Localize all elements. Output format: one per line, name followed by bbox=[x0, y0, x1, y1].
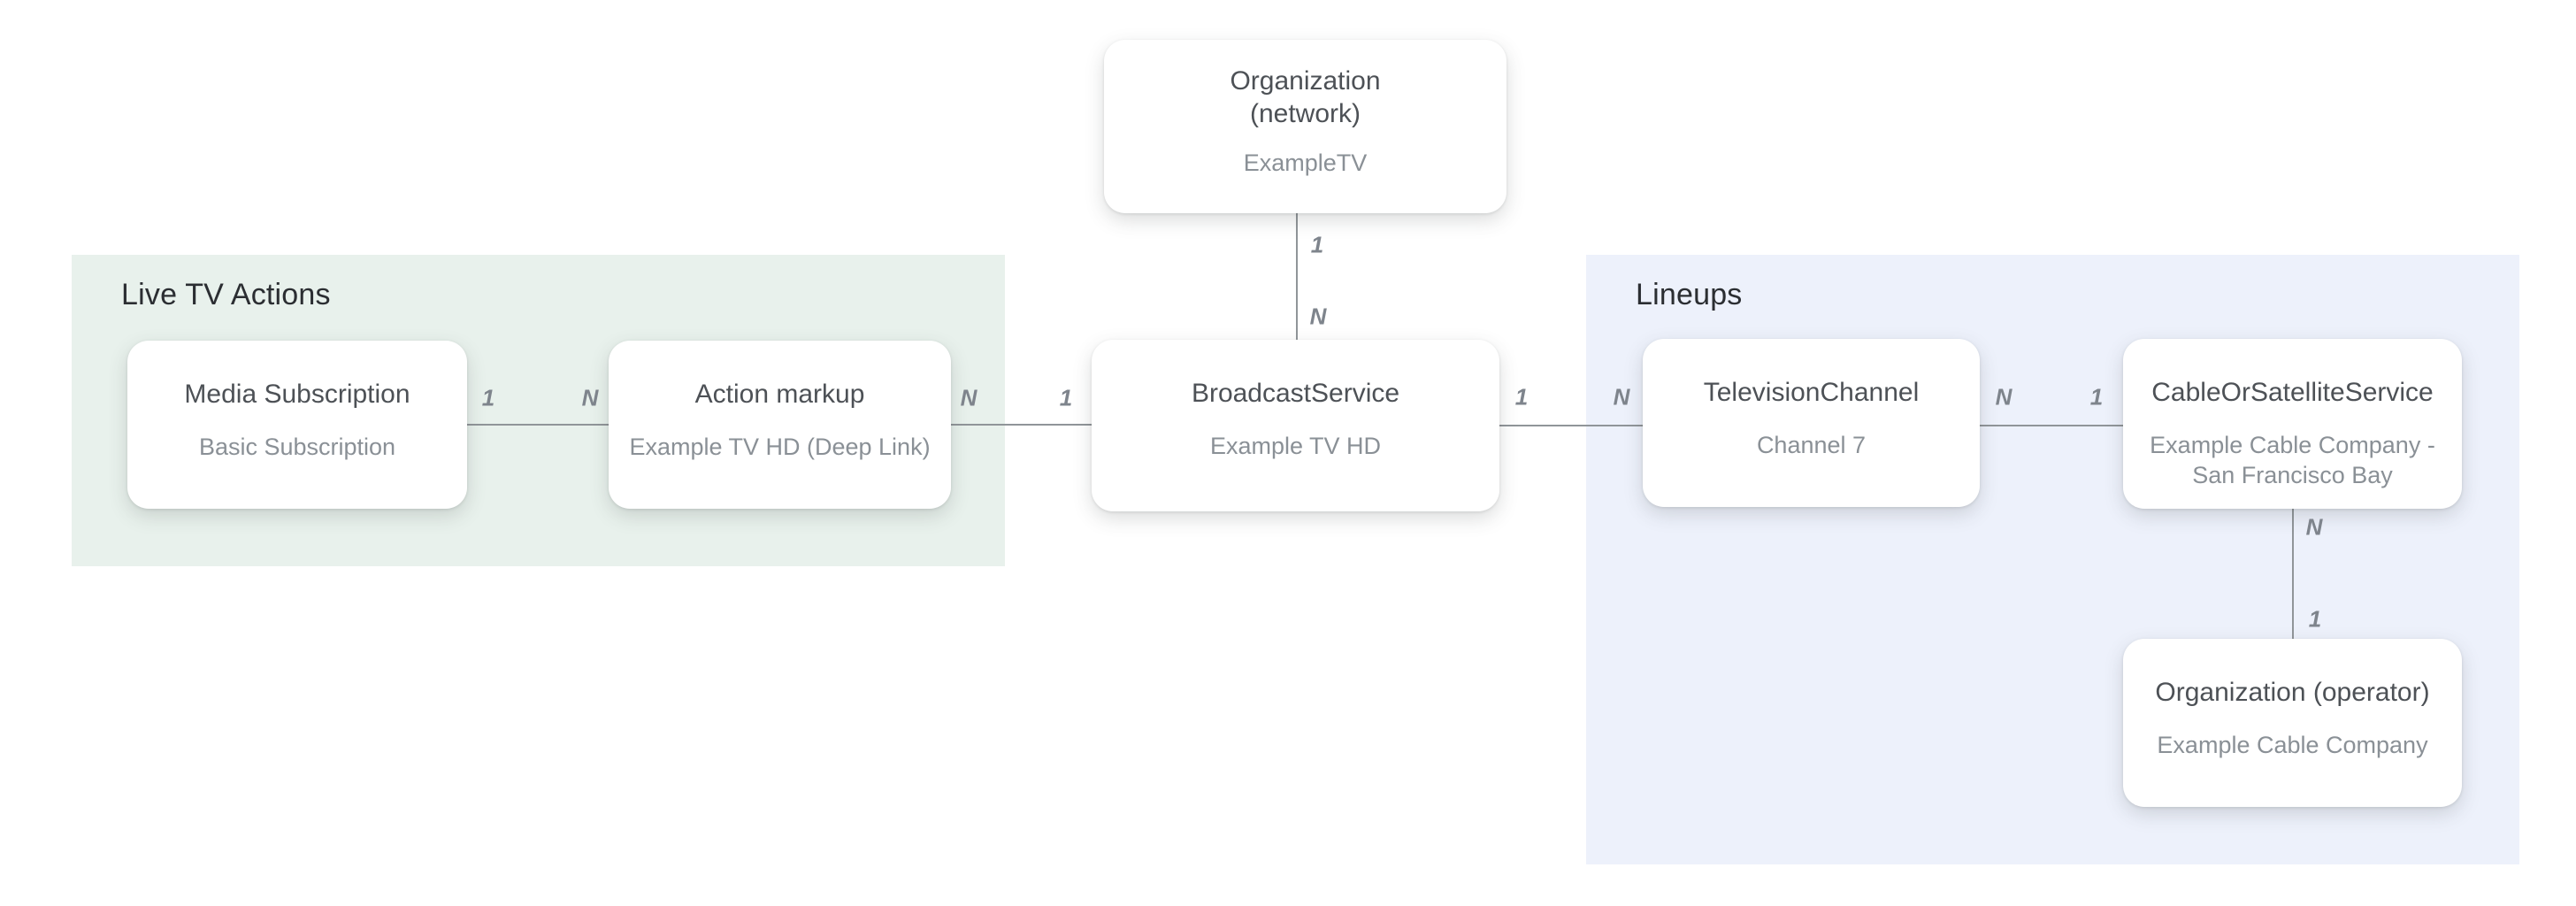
node-title: BroadcastService bbox=[1192, 377, 1399, 410]
edge-organization-network-to-broadcast-service bbox=[1296, 213, 1298, 340]
node-title: Action markup bbox=[695, 378, 865, 411]
cardinality-label: N bbox=[1613, 383, 1630, 411]
cardinality-label: 1 bbox=[2089, 383, 2104, 411]
node-title-line: TelevisionChannel bbox=[1703, 378, 1920, 407]
node-title-line: (network) bbox=[1249, 99, 1361, 128]
edge-action-markup-to-broadcast-service bbox=[951, 424, 1092, 426]
cardinality-label: 1 bbox=[1059, 384, 1073, 411]
cardinality-label: 1 bbox=[481, 384, 495, 411]
node-subtitle-line: Basic Subscription bbox=[198, 434, 396, 460]
region-lineups-label: Lineups bbox=[1636, 278, 1743, 311]
node-subtitle: Example TV HD bbox=[1210, 431, 1381, 461]
cardinality-label: N bbox=[581, 384, 599, 411]
cardinality-label: 1 bbox=[1514, 383, 1529, 411]
node-subtitle-line: Example TV HD (Deep Link) bbox=[629, 434, 931, 460]
node-subtitle: Channel 7 bbox=[1757, 430, 1866, 460]
node-title-line: Organization bbox=[1230, 66, 1381, 96]
node-subtitle-line: Channel 7 bbox=[1756, 432, 1867, 458]
cardinality-label: 1 bbox=[1310, 231, 1324, 258]
cardinality-label: N bbox=[2305, 513, 2323, 541]
node-subtitle-line: San Francisco Bay bbox=[2192, 462, 2393, 488]
node-organization-network: Organization (network) ExampleTV bbox=[1104, 40, 1506, 213]
edge-media-subscription-to-action-markup bbox=[467, 424, 609, 426]
cardinality-label: N bbox=[1995, 383, 2012, 411]
cardinality-label: N bbox=[960, 384, 978, 411]
node-subtitle-line: Example TV HD bbox=[1209, 433, 1382, 459]
node-subtitle: Basic Subscription bbox=[199, 432, 395, 462]
edge-cable-or-satellite-service-to-organization-operator bbox=[2292, 509, 2294, 639]
cardinality-label: N bbox=[1309, 303, 1327, 330]
node-title-line: BroadcastService bbox=[1191, 379, 1400, 408]
node-subtitle-line: Example Cable Company - bbox=[2150, 432, 2435, 458]
node-broadcast-service: BroadcastService Example TV HD bbox=[1092, 340, 1499, 511]
cardinality-label: 1 bbox=[2308, 605, 2322, 633]
node-subtitle: Example Cable Company bbox=[2157, 730, 2427, 760]
node-title-line: Action markup bbox=[694, 380, 865, 409]
node-title: Organization (network) bbox=[1230, 65, 1380, 130]
node-title: TelevisionChannel bbox=[1704, 376, 1920, 409]
node-title: Media Subscription bbox=[184, 378, 410, 411]
node-television-channel: TelevisionChannel Channel 7 bbox=[1643, 339, 1980, 507]
node-subtitle-line: Example Cable Company bbox=[2157, 732, 2428, 758]
node-subtitle-line: ExampleTV bbox=[1243, 150, 1368, 176]
node-title-line: Media Subscription bbox=[184, 380, 410, 409]
edge-broadcast-service-to-television-channel bbox=[1499, 425, 1643, 426]
node-cable-or-satellite-service: CableOrSatelliteService Example Cable Co… bbox=[2123, 339, 2462, 509]
region-live-tv-actions-label: Live TV Actions bbox=[121, 278, 331, 311]
node-action-markup: Action markup Example TV HD (Deep Link) bbox=[609, 341, 951, 509]
node-subtitle: Example TV HD (Deep Link) bbox=[629, 432, 930, 462]
node-subtitle: Example Cable Company - San Francisco Ba… bbox=[2150, 430, 2435, 490]
edge-television-channel-to-cable-or-satellite-service bbox=[1980, 425, 2123, 426]
node-organization-operator: Organization (operator) Example Cable Co… bbox=[2123, 639, 2462, 807]
node-media-subscription: Media Subscription Basic Subscription bbox=[127, 341, 467, 509]
node-title-line: CableOrSatelliteService bbox=[2151, 378, 2434, 407]
node-title: CableOrSatelliteService bbox=[2151, 376, 2433, 409]
node-subtitle: ExampleTV bbox=[1244, 148, 1368, 178]
node-title: Organization (operator) bbox=[2155, 676, 2429, 709]
node-title-line: Organization (operator) bbox=[2155, 678, 2430, 707]
